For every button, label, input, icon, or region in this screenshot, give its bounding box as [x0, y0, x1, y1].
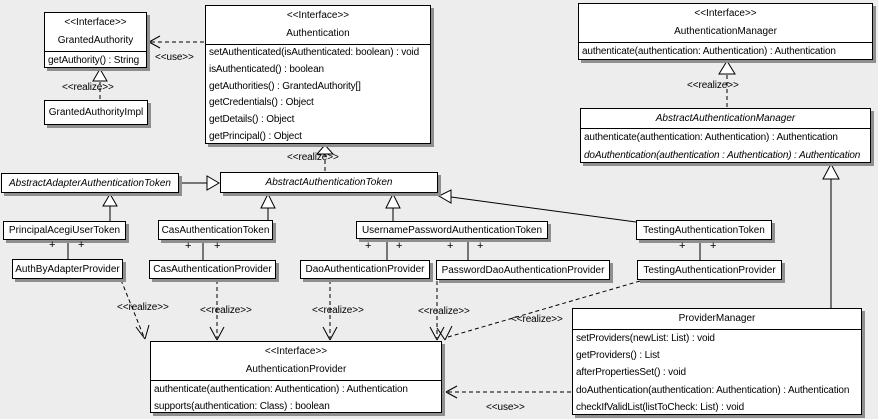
method-row: isAuthenticated() : boolean: [209, 63, 324, 75]
class-provider-manager[interactable]: ProviderManager setProviders(newList: Li…: [572, 308, 862, 415]
association-end-plus: +: [396, 240, 403, 252]
edge-label-realize: <<realize>>: [418, 306, 470, 317]
class-name: AbstractAuthenticationManager: [655, 113, 796, 124]
class-cas-authentication-token[interactable]: CasAuthenticationToken: [158, 220, 273, 240]
class-name: DaoAuthenticationProvider: [305, 264, 425, 275]
method-row: getProviders() : List: [576, 350, 660, 362]
edge-label-realize: <<realize>>: [62, 82, 114, 93]
class-password-dao-authentication-provider[interactable]: PasswordDaoAuthenticationProvider: [436, 260, 610, 280]
class-auth-by-adapter-provider[interactable]: AuthByAdapterProvider: [12, 259, 123, 279]
class-granted-authority-impl[interactable]: GrantedAuthorityImpl: [44, 100, 148, 125]
class-name: PasswordDaoAuthenticationProvider: [441, 264, 605, 276]
method-row: getDetails() : Object: [209, 114, 295, 126]
edge-generalization-adapter-to-token: [180, 175, 220, 191]
class-name: ProviderManager: [678, 313, 756, 324]
association-end-plus: +: [679, 240, 686, 252]
edge-label-realize: <<realize>>: [200, 305, 252, 316]
method-row: supports(authentication: Class) : boolea…: [154, 401, 330, 412]
class-name: AuthByAdapterProvider: [15, 263, 120, 275]
edge-label-use: <<use>>: [486, 402, 525, 413]
method-row: getAuthorities() : GrantedAuthority[]: [209, 80, 361, 92]
realize-open-arrowhead: [322, 326, 338, 341]
edge-label-realize: <<realize>>: [687, 80, 739, 91]
class-username-password-authentication-token[interactable]: UsernamePasswordAuthenticationToken: [356, 221, 548, 239]
edge-label-realize: <<realize>>: [117, 302, 169, 313]
edge-label-use: <<use>>: [155, 52, 194, 63]
method-row: setAuthenticated(isAuthenticated: boolea…: [209, 47, 420, 58]
stereotype-label: <<Interface>>: [694, 8, 757, 19]
method-row: doAuthentication(authentication : Authen…: [584, 150, 861, 161]
class-name: AuthenticationManager: [674, 26, 777, 37]
realize-open-arrowhead: [209, 326, 225, 341]
use-arrowhead: [445, 385, 458, 399]
class-name: CasAuthenticationProvider: [153, 264, 272, 275]
class-abstract-authentication-manager[interactable]: AbstractAuthenticationManager authentica…: [580, 108, 871, 163]
compartment-divider: [151, 380, 441, 381]
class-abstract-authentication-token[interactable]: AbstractAuthenticationToken: [220, 172, 438, 193]
association-end-plus: +: [214, 240, 221, 252]
method-row: authenticate(authentication: Authenticat…: [584, 132, 838, 143]
use-arrowhead: [148, 35, 161, 49]
class-authentication-provider[interactable]: <<Interface>> AuthenticationProvider aut…: [150, 341, 442, 413]
association-end-plus: +: [710, 240, 717, 252]
compartment-divider: [45, 51, 146, 52]
class-name: PrincipalAcegiUserToken: [8, 225, 121, 236]
edge-generalization-cas-to-token: [260, 192, 276, 220]
realize-open-arrowhead: [135, 324, 150, 340]
edge-generalization-testing-to-token: [437, 189, 637, 223]
class-name: AbstractAdapterAuthenticationToken: [9, 177, 171, 189]
class-testing-authentication-token[interactable]: TestingAuthenticationToken: [636, 220, 772, 240]
class-dao-authentication-provider[interactable]: DaoAuthenticationProvider: [300, 260, 430, 279]
realize-arrowhead: [718, 60, 736, 75]
edge-label-realize: <<realize>>: [511, 314, 563, 325]
method-row: getCredentials() : Object: [209, 97, 314, 109]
method-row: afterPropertiesSet() : void: [576, 367, 686, 379]
association-end-plus: +: [49, 239, 56, 251]
realize-open-arrowhead: [436, 325, 453, 341]
class-name: TestingAuthenticationProvider: [643, 264, 776, 276]
class-name: AbstractAuthenticationToken: [265, 177, 393, 188]
method-row: doAuthentication(authentication: Authent…: [576, 384, 850, 396]
class-name: Authentication: [286, 28, 350, 39]
class-testing-authentication-provider[interactable]: TestingAuthenticationProvider: [637, 260, 782, 280]
class-abstract-adapter-authentication-token[interactable]: AbstractAdapterAuthenticationToken: [1, 173, 179, 193]
method-row: checkIfValidList(listToCheck: List) : vo…: [576, 401, 745, 413]
edge-generalization-providermanager-to-abstractmanager: [822, 162, 840, 308]
class-cas-authentication-provider[interactable]: CasAuthenticationProvider: [149, 260, 276, 279]
class-principal-acegi-user-token[interactable]: PrincipalAcegiUserToken: [3, 221, 126, 240]
compartment-divider: [579, 42, 872, 43]
realize-arrowhead: [92, 68, 108, 82]
method-row: getPrincipal() : Object: [209, 130, 302, 142]
compartment-divider: [206, 44, 430, 45]
class-authentication-manager[interactable]: <<Interface>> AuthenticationManager auth…: [578, 3, 873, 60]
association-end-plus: +: [185, 240, 192, 252]
method-row: authenticate(authentication: Authenticat…: [154, 384, 408, 395]
class-name: GrantedAuthorityImpl: [48, 107, 144, 118]
association-end-plus: +: [447, 240, 454, 252]
method-row: authenticate(authentication: Authenticat…: [582, 46, 836, 57]
class-granted-authority[interactable]: <<Interface>> GrantedAuthority getAuthor…: [44, 12, 147, 68]
stereotype-label: <<Interface>>: [264, 346, 328, 357]
edge-generalization-principal-to-adapter: [102, 193, 118, 221]
association-end-plus: +: [365, 240, 372, 252]
class-name: UsernamePasswordAuthenticationToken: [361, 224, 543, 236]
class-authentication[interactable]: <<Interface>> Authentication setAuthenti…: [205, 5, 431, 144]
association-end-plus: +: [477, 240, 484, 252]
association-end-plus: +: [78, 239, 85, 251]
stereotype-label: <<Interface>>: [64, 17, 127, 28]
stereotype-label: <<Interface>>: [286, 10, 350, 21]
method-row: getAuthority() : String: [48, 55, 140, 66]
class-name: TestingAuthenticationToken: [643, 224, 765, 236]
compartment-divider: [573, 329, 861, 330]
method-row: setProviders(newList: List) : void: [576, 333, 715, 344]
class-name: CasAuthenticationToken: [161, 224, 270, 236]
class-name: AuthenticationProvider: [245, 364, 347, 375]
compartment-divider: [581, 128, 870, 129]
edge-label-realize: <<realize>>: [312, 305, 364, 316]
realize-open-arrowhead: [429, 326, 445, 341]
edge-label-realize: <<realize>>: [287, 152, 339, 163]
edge-generalization-usernamepassword-to-token: [385, 192, 401, 221]
class-name: GrantedAuthority: [57, 35, 134, 46]
